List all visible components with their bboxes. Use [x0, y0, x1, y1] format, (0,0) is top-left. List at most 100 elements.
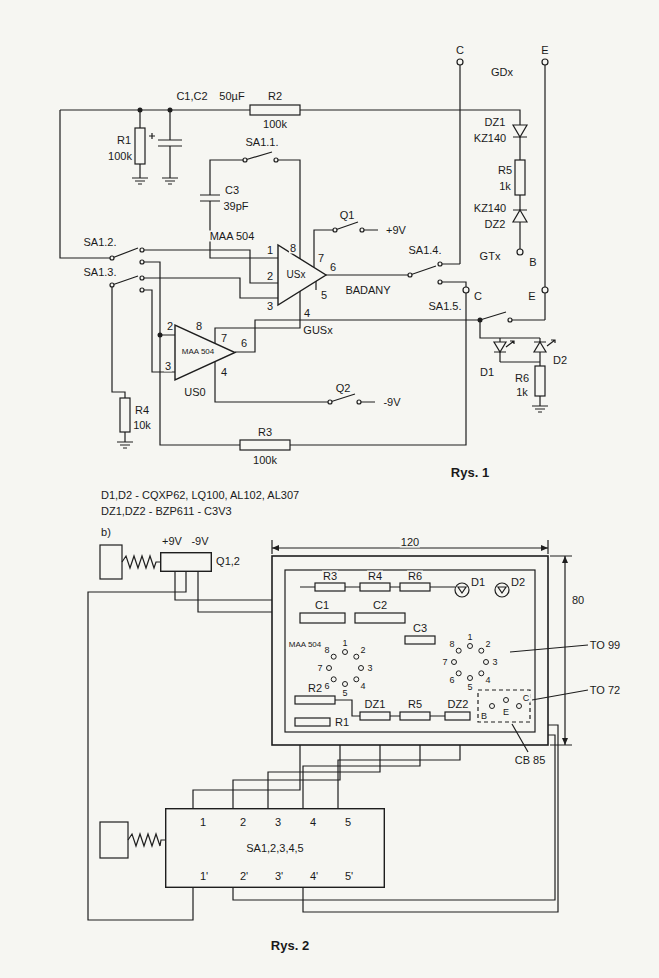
pcb-layout: [445, 712, 470, 720]
pcb-layout: [405, 636, 435, 644]
component-label: 100k: [252, 455, 278, 466]
schematic-wiring: [215, 362, 375, 402]
component-label: 2: [166, 321, 174, 332]
schematic-wiring: [513, 137, 527, 249]
switch-assembly: [88, 545, 558, 920]
switch-contact: [328, 400, 332, 404]
component-label: C3: [412, 623, 428, 634]
component-label: R1: [334, 717, 350, 728]
resistor-symbol: [135, 128, 145, 164]
component-label: 8: [195, 321, 203, 332]
pcb-layout: [468, 644, 473, 649]
component-label: 4: [303, 308, 311, 319]
component-label: 2: [484, 640, 491, 649]
component-label: 5: [341, 689, 348, 698]
component-label: 1: [466, 633, 473, 642]
component-label: DZ2: [447, 699, 470, 710]
pcb-layout: [458, 587, 506, 593]
pcb-layout: [456, 671, 461, 676]
op-amp-outline: [175, 325, 235, 380]
component-label: BADANY: [344, 285, 391, 296]
schematic-wiring: [290, 293, 466, 445]
junction-dot: [478, 318, 483, 323]
part-designator: US0: [183, 387, 206, 398]
component-label: R6: [514, 373, 530, 384]
component-label: 2': [239, 871, 249, 882]
resistor-symbol: [120, 398, 130, 432]
component-label: +9V: [161, 536, 183, 547]
switch-contact: [542, 287, 548, 293]
switch-contact: [463, 287, 469, 293]
component-label: 3: [366, 664, 373, 673]
component-label: TO 72: [589, 685, 621, 696]
switch-contact: [438, 262, 442, 266]
component-label: C: [455, 45, 465, 56]
component-label: E: [527, 291, 536, 302]
pcb-layout: [327, 644, 522, 709]
component-label: GDx: [490, 67, 514, 78]
pcb-layout: [272, 540, 572, 745]
parts-note: DZ1,DZ2 - BZP611 - C3V3: [100, 506, 233, 517]
component-label: 100k: [262, 119, 288, 130]
component-label: 120: [400, 537, 420, 548]
component-label: GUSx: [302, 325, 333, 336]
switch-assembly: [128, 834, 165, 846]
pcb-layout: [272, 545, 568, 745]
switch-assembly: [100, 822, 128, 858]
component-label: +9V: [385, 225, 407, 236]
schematic-wiring: [60, 65, 555, 448]
pcb-layout: [452, 660, 457, 665]
component-label: C3: [224, 185, 240, 196]
component-label: 39pF: [222, 201, 249, 212]
pcb-layout: [517, 704, 522, 709]
component-label: 4: [309, 817, 317, 828]
pcb-layout: [479, 648, 484, 653]
component-label: 7: [316, 664, 323, 673]
component-label: 8: [323, 646, 330, 655]
pcb-layout: [400, 712, 430, 720]
component-label: 6: [323, 682, 330, 691]
component-label: DZ1: [484, 117, 507, 128]
junction-dot: [158, 333, 163, 338]
component-label: 6: [240, 338, 248, 349]
component-label: C2: [372, 600, 388, 611]
component-label: 4': [309, 871, 319, 882]
pcb-layout: [354, 654, 359, 659]
component-label: CB 85: [514, 755, 547, 766]
switch-contact: [542, 59, 548, 65]
component-label: SA1.1.: [244, 137, 279, 148]
pcb-layout: [300, 586, 455, 587]
pcb-layout: [295, 696, 335, 704]
component-label: D2: [510, 577, 526, 588]
component-label: C1: [314, 600, 330, 611]
switch-contact: [357, 400, 361, 404]
switch-contact: [110, 59, 548, 404]
component-label: 4: [359, 682, 366, 691]
component-label: 6: [448, 676, 455, 685]
component-label: 2: [359, 646, 366, 655]
switch-body-outline: [160, 552, 212, 572]
component-label: 3': [274, 871, 284, 882]
part-name: SA1,2,3,4,5: [245, 843, 305, 854]
pcb-layout: [295, 718, 330, 726]
component-label: D1: [479, 367, 495, 378]
pcb-layout: [478, 690, 530, 722]
component-label: R1: [116, 135, 132, 146]
component-label: B: [480, 712, 488, 721]
component-label: 100k: [107, 151, 133, 162]
component-label: R4: [134, 405, 150, 416]
parts-note: D1,D2 - CQXP62, LQ100, AL102, AL307: [100, 490, 300, 501]
schematic-wiring: [200, 152, 300, 259]
switch-contact: [457, 59, 463, 65]
component-label: SA1.5.: [427, 301, 462, 312]
switch-contact: [140, 248, 144, 252]
component-label: -9V: [382, 397, 401, 408]
schematic-wiring: [506, 340, 555, 347]
part-name: MAA 504: [209, 231, 256, 242]
switch-contact: [140, 288, 144, 292]
component-label: SA1.3.: [82, 267, 117, 278]
switch-assembly: [88, 572, 558, 920]
component-label: 1: [266, 245, 274, 256]
component-label: R6: [407, 571, 423, 582]
